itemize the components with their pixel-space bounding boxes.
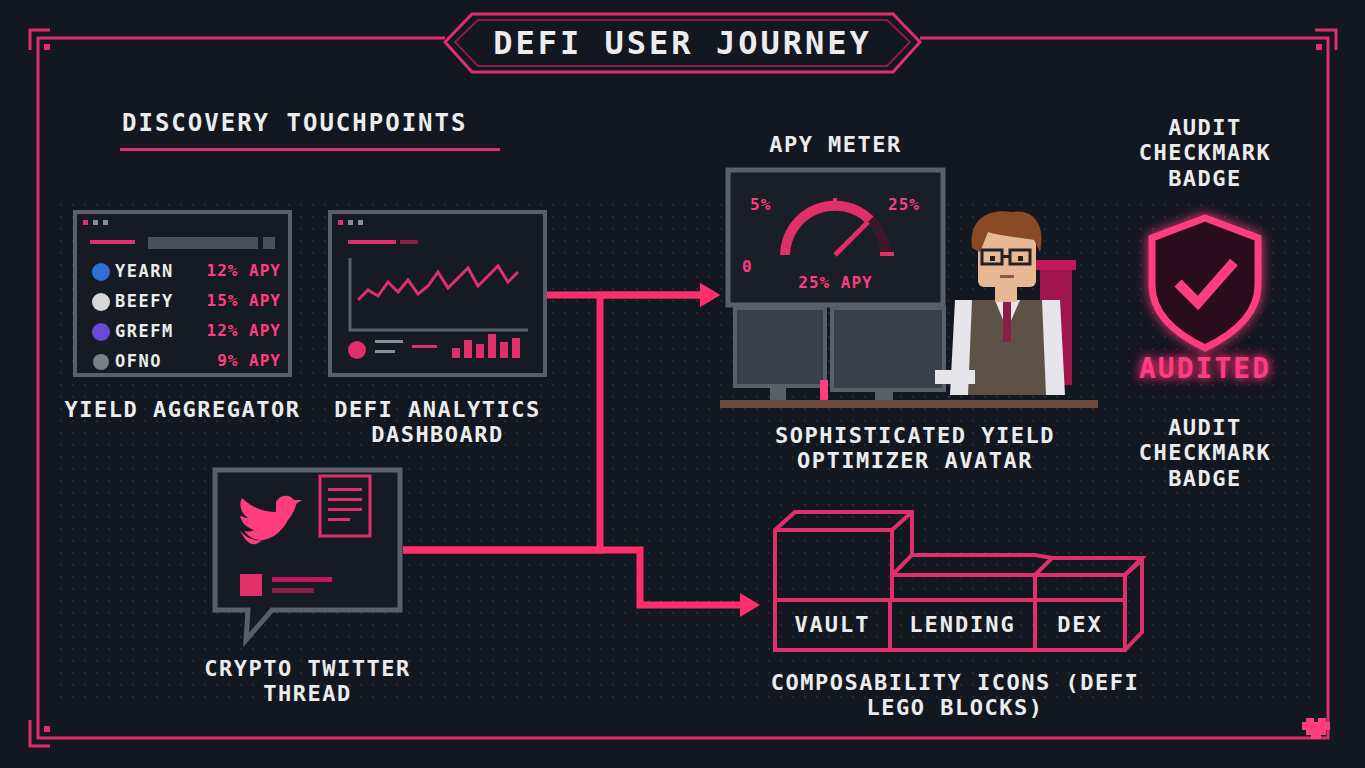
lego-group: COMPOSABILITY ICONS (DEFI LEGO BLOCKS) VA… <box>760 505 1150 725</box>
diagram-title: DEFI USER JOURNEY <box>472 25 893 62</box>
apy-meter-monitor: APY METER5%25%025% APY <box>728 170 943 305</box>
apy-value: 12% APY <box>197 322 281 340</box>
arrow-head <box>700 283 720 307</box>
block-label: DEX <box>1035 612 1125 637</box>
dot-grid <box>60 195 1310 705</box>
audit-shield-art <box>1152 218 1258 348</box>
apy-value: 15% APY <box>197 292 281 310</box>
arrow-head <box>700 283 720 307</box>
node-label: YIELD AGGREGATOR <box>35 397 330 422</box>
heading-underline <box>120 148 500 151</box>
gauge-tick: 5% <box>750 196 771 214</box>
frame-corner-pixels <box>44 44 1322 732</box>
aggregator-window: YEARN 12% APY BEEFY 15% APY GREFM 12% APY OFNO… <box>75 212 290 375</box>
badge-text: AUDITED <box>1108 353 1302 385</box>
section-heading: DISCOVERY TOUCHPOINTS <box>122 110 467 138</box>
protocol-name: OFNO <box>115 352 162 372</box>
flow-arrow <box>403 550 760 617</box>
block-label: LENDING <box>890 612 1035 637</box>
title-banner-inner <box>455 20 910 66</box>
audit-badge: AUDIT CHECKMARK BADGEAUDITEDAUDIT CHECKM… <box>1120 115 1290 495</box>
optimizer-avatar-art <box>720 170 1098 408</box>
node-label: AUDIT CHECKMARK BADGE <box>1120 115 1290 191</box>
title-banner <box>445 14 920 72</box>
apy-value: 9% APY <box>197 352 281 370</box>
protocol-name: BEEFY <box>115 292 174 312</box>
speech-bubble-art <box>215 470 400 640</box>
node-label: DEFI ANALYTICS DASHBOARD <box>290 397 585 448</box>
lego-block: LENDING <box>890 600 1035 650</box>
node-label: SOPHISTICATED YIELD OPTIMIZER AVATAR <box>750 423 1080 474</box>
connector-line <box>403 550 742 605</box>
node-label: CRYPTO TWITTER THREAD <box>170 656 445 707</box>
gauge-tick: 0 <box>742 258 753 276</box>
gauge-reading: 25% APY <box>728 274 943 292</box>
apy-value: 12% APY <box>197 262 281 280</box>
dashboard-window: DEFI ANALYTICS DASHBOARD <box>330 212 545 375</box>
outer-frame <box>30 30 1336 746</box>
node-label: AUDIT CHECKMARK BADGE <box>1120 415 1290 491</box>
lego-block: VAULT <box>775 600 890 650</box>
arrow-head <box>740 593 760 617</box>
protocol-name: YEARN <box>115 262 174 282</box>
connector-line <box>547 292 702 299</box>
node-label: COMPOSABILITY ICONS (DEFI LEGO BLOCKS) <box>760 670 1150 721</box>
lego-blocks-art <box>775 512 1142 650</box>
node-label: APY METER <box>728 132 943 157</box>
aggregator-window-art <box>75 212 290 375</box>
avatar-scene: SOPHISTICATED YIELD OPTIMIZER AVATARAPY … <box>720 165 1100 495</box>
block-label: VAULT <box>775 612 890 637</box>
lego-block: DEX <box>1035 600 1125 650</box>
gauge-tick: 25% <box>888 196 920 214</box>
twitter-bubble: CRYPTO TWITTER THREAD <box>215 470 400 610</box>
pixel-heart <box>1302 718 1330 739</box>
protocol-name: GREFM <box>115 322 174 342</box>
flow-arrow <box>547 283 720 307</box>
dashboard-window-art <box>330 212 545 375</box>
